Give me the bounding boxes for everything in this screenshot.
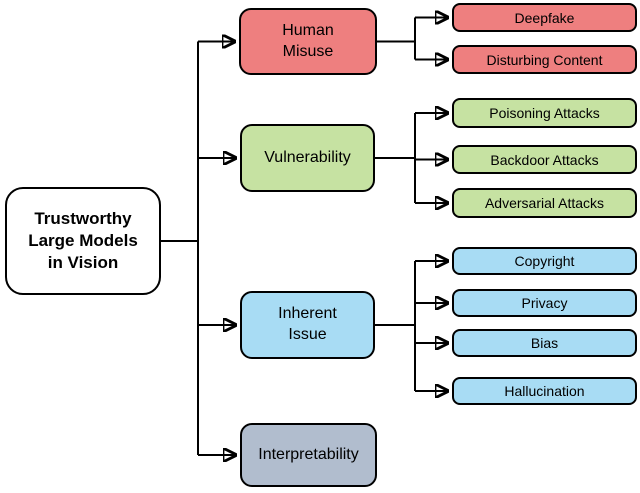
node-hallucination: Hallucination bbox=[452, 377, 637, 405]
node-adversarial-attacks: Adversarial Attacks bbox=[452, 188, 637, 218]
node-human-misuse: Human Misuse bbox=[239, 8, 377, 75]
node-interpretability: Interpretability bbox=[240, 423, 377, 487]
node-disturbing-content: Disturbing Content bbox=[452, 45, 637, 74]
node-bias: Bias bbox=[452, 329, 637, 357]
node-backdoor-attacks: Backdoor Attacks bbox=[452, 145, 637, 174]
node-inherent-issue: Inherent Issue bbox=[240, 291, 375, 359]
node-root: Trustworthy Large Models in Vision bbox=[5, 187, 161, 295]
node-copyright: Copyright bbox=[452, 247, 637, 275]
node-deepfake: Deepfake bbox=[452, 3, 637, 32]
node-privacy: Privacy bbox=[452, 289, 637, 317]
node-poisoning-attacks: Poisoning Attacks bbox=[452, 98, 637, 128]
node-vulnerability: Vulnerability bbox=[240, 124, 375, 192]
